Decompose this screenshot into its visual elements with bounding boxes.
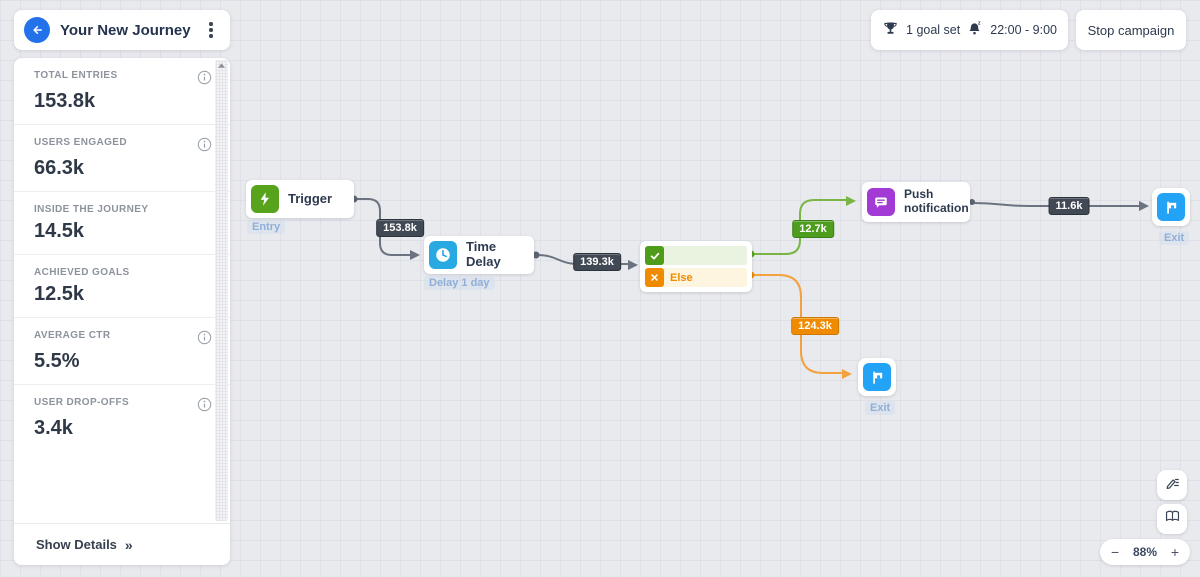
- edge-count-badge-else: 124.3k: [791, 317, 839, 335]
- zoom-out-button[interactable]: −: [1111, 544, 1120, 560]
- delay-duration-tag: Delay 1 day: [424, 276, 495, 290]
- zoom-level: 88%: [1132, 545, 1158, 559]
- exit-tag-bottom: Exit: [865, 401, 896, 415]
- show-details-label: Show Details: [36, 537, 117, 552]
- arrowhead-condition: [628, 260, 638, 270]
- time-delay-node-label: Time Delay: [466, 239, 501, 269]
- stat-label: AVERAGE CTR: [34, 330, 111, 341]
- stat-value: 3.4k: [34, 417, 73, 439]
- info-icon[interactable]: [197, 330, 212, 345]
- stat-label: ACHIEVED GOALS: [34, 267, 130, 278]
- condition-else-branch[interactable]: Else: [645, 268, 747, 287]
- arrowhead-exit-bottom: [842, 369, 852, 379]
- info-icon[interactable]: [197, 397, 212, 412]
- trigger-node[interactable]: Trigger: [246, 180, 354, 218]
- goal-set-item[interactable]: 1 goal set: [882, 20, 960, 40]
- info-icon[interactable]: [197, 137, 212, 152]
- goal-set-label: 1 goal set: [906, 23, 961, 37]
- stat-users-engaged: USERS ENGAGED 66.3k: [14, 125, 230, 192]
- stat-inside-journey: INSIDE THE JOURNEY 14.5k: [14, 192, 230, 255]
- zoom-in-button[interactable]: +: [1170, 544, 1179, 560]
- condition-yes-branch[interactable]: [645, 246, 747, 265]
- pencil-list-icon: [1164, 475, 1180, 496]
- edge-count-badge: 11.6k: [1048, 197, 1090, 215]
- arrowhead-push: [846, 196, 856, 206]
- trophy-icon: [882, 20, 899, 40]
- edit-notes-button[interactable]: [1157, 470, 1187, 500]
- flag-icon: [1157, 193, 1185, 221]
- condition-else-label: Else: [662, 268, 747, 287]
- info-icon[interactable]: [197, 70, 212, 85]
- stats-list: TOTAL ENTRIES 153.8k USERS ENGAGED 66.3k…: [14, 58, 230, 523]
- arrowhead-exit-right: [1139, 201, 1149, 211]
- stat-total-entries: TOTAL ENTRIES 153.8k: [14, 58, 230, 125]
- lightning-icon: [251, 185, 279, 213]
- open-book-icon: [1164, 508, 1181, 530]
- edge-count-badge: 153.8k: [376, 219, 424, 237]
- check-icon: [645, 246, 664, 265]
- back-button[interactable]: [24, 17, 50, 43]
- stat-user-drop-offs: USER DROP-OFFS 3.4k: [14, 385, 230, 451]
- quiet-hours-item[interactable]: z 22:00 - 9:00: [966, 20, 1057, 40]
- sidebar-scrollbar[interactable]: [215, 60, 228, 521]
- stat-label: USERS ENGAGED: [34, 137, 127, 148]
- message-bubble-icon: [867, 188, 895, 216]
- stats-sidebar: TOTAL ENTRIES 153.8k USERS ENGAGED 66.3k…: [14, 58, 230, 565]
- stop-campaign-button[interactable]: Stop campaign: [1076, 10, 1186, 50]
- condition-node[interactable]: Else: [640, 241, 752, 292]
- arrowhead-delay: [410, 250, 420, 260]
- stat-value: 153.8k: [34, 90, 96, 112]
- journey-header: Your New Journey: [14, 10, 230, 50]
- quiet-hours-label: 22:00 - 9:00: [990, 23, 1057, 37]
- stop-campaign-label: Stop campaign: [1087, 22, 1175, 38]
- condition-yes-bar: [662, 246, 747, 265]
- kebab-menu-icon[interactable]: [202, 19, 220, 41]
- flag-icon: [863, 363, 891, 391]
- clock-icon: [429, 241, 457, 269]
- stat-label: INSIDE THE JOURNEY: [34, 204, 149, 215]
- stat-value: 12.5k: [34, 283, 85, 305]
- stat-average-ctr: AVERAGE CTR 5.5%: [14, 318, 230, 385]
- exit-node-right[interactable]: [1152, 188, 1190, 226]
- bell-snooze-icon: z: [966, 20, 983, 40]
- cross-icon: [645, 268, 664, 287]
- exit-tag-right: Exit: [1159, 231, 1190, 245]
- stat-value: 66.3k: [34, 157, 85, 179]
- edge-count-badge-yes: 12.7k: [792, 220, 834, 238]
- stat-achieved-goals: ACHIEVED GOALS 12.5k: [14, 255, 230, 318]
- guide-button[interactable]: [1157, 504, 1187, 534]
- stat-value: 14.5k: [34, 220, 85, 242]
- exit-node-bottom[interactable]: [858, 358, 896, 396]
- trigger-node-label: Trigger: [288, 190, 333, 206]
- show-details-button[interactable]: Show Details »: [14, 523, 230, 565]
- scroll-up-icon[interactable]: [217, 62, 226, 69]
- push-notification-node[interactable]: Push notification: [862, 182, 970, 222]
- stat-label: TOTAL ENTRIES: [34, 70, 118, 81]
- push-node-label: Push notification: [904, 187, 969, 215]
- stat-value: 5.5%: [34, 350, 80, 372]
- time-delay-node[interactable]: Time Delay: [424, 236, 534, 274]
- journey-title: Your New Journey: [60, 21, 191, 39]
- entry-tag: Entry: [247, 220, 286, 234]
- campaign-settings-card: 1 goal set z 22:00 - 9:00: [871, 10, 1068, 50]
- stat-label: USER DROP-OFFS: [34, 397, 130, 408]
- zoom-control: − 88% +: [1100, 539, 1190, 565]
- svg-text:z: z: [978, 21, 981, 27]
- chevron-right-icon: »: [124, 536, 133, 553]
- edge-count-badge: 139.3k: [573, 253, 621, 271]
